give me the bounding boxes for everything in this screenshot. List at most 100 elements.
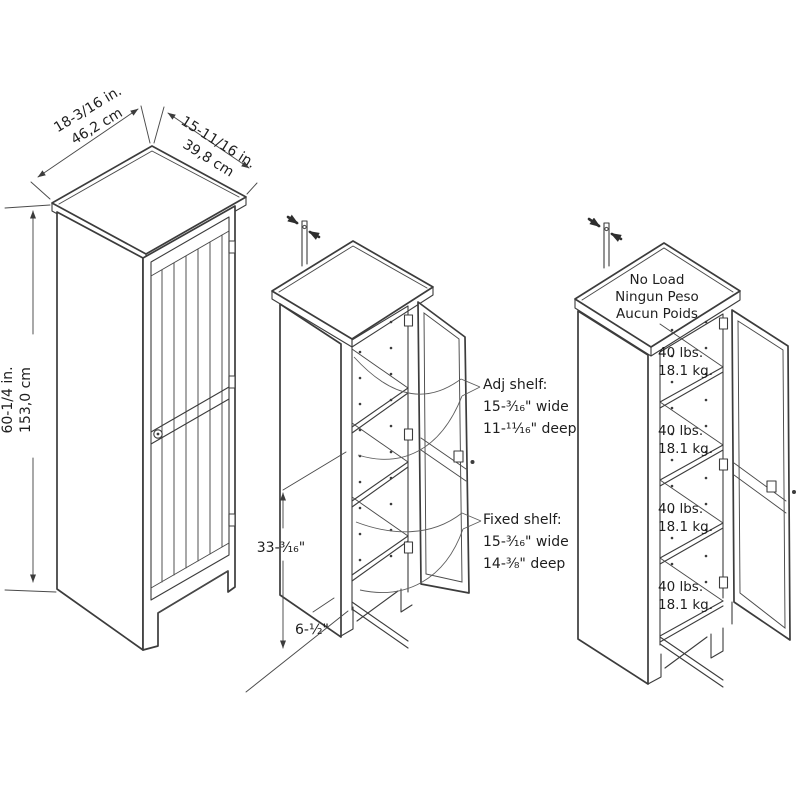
shelf-load-labels: 40 lbs. 18.1 kg. 40 lbs. 18.1 kg. 40 lbs… xyxy=(658,345,713,613)
cabinet-interior: 40 lbs. 18.1 kg. 40 lbs. 18.1 kg. 40 lbs… xyxy=(658,313,724,688)
door-latch xyxy=(766,480,777,493)
extension-line xyxy=(30,105,151,200)
hinge-icon xyxy=(403,428,414,441)
adj-shelf-title: Adj shelf: xyxy=(483,377,547,393)
shelf-front-edge xyxy=(351,387,409,434)
base-depth-dimension: 6-½" xyxy=(245,597,349,693)
base-legs xyxy=(340,588,413,637)
fixed-shelf-note: Fixed shelf: 15-³⁄₁₆" wide 14-³⁄₈" deep xyxy=(483,512,569,572)
hinge-icon xyxy=(403,314,414,327)
extension-line xyxy=(153,106,258,195)
tick-line xyxy=(312,597,335,613)
hinge-icon xyxy=(228,513,236,527)
shelf-front-edge xyxy=(659,600,724,643)
door-knob xyxy=(792,490,796,494)
door-panel xyxy=(417,301,470,594)
door-inner-border xyxy=(737,320,786,629)
shelf-top-edge xyxy=(351,496,409,537)
load-capacity-view: No Load Ningun Peso Aucun Poids xyxy=(574,217,796,688)
load-lbs: 40 lbs. xyxy=(658,579,703,595)
load-kg: 18.1 kg. xyxy=(658,363,713,379)
leader-arc xyxy=(353,356,462,395)
cabinet-side-panel xyxy=(577,310,649,685)
door-top-rail xyxy=(150,230,230,277)
hinge-icon xyxy=(228,375,236,389)
strap-hole xyxy=(604,226,609,232)
shelf-front-edge xyxy=(659,522,724,565)
shelf xyxy=(659,323,724,409)
anchor-screw-arrow xyxy=(308,230,321,240)
load-kg: 18.1 kg. xyxy=(658,441,713,457)
load-kg: 18.1 kg. xyxy=(658,519,713,535)
door-inner-border xyxy=(423,312,463,583)
shelf-leader-lines xyxy=(353,356,482,593)
extension-line xyxy=(4,204,57,593)
cabinet-top-lip xyxy=(581,247,734,301)
door-panel xyxy=(731,309,791,641)
extension-line xyxy=(282,451,347,491)
door-mid-rail xyxy=(150,386,230,445)
height-label-in: 60-1/4 in. xyxy=(0,366,16,433)
shelf-front-edge xyxy=(351,461,409,508)
load-kg: 18.1 kg. xyxy=(658,597,713,613)
door-knob-center xyxy=(156,432,160,436)
no-load-line: Aucun Poids xyxy=(616,306,698,322)
anchor-screw-arrow xyxy=(610,232,623,242)
adjustable-shelf xyxy=(351,348,409,434)
shelf xyxy=(659,479,724,565)
adj-shelf-depth: 11-¹¹⁄₁₆" deep xyxy=(483,421,577,437)
door-mid-rail xyxy=(420,437,467,482)
shelf-front-edge xyxy=(659,444,724,487)
cabinet-top-lip xyxy=(58,150,240,205)
top-load-warning: No Load Ningun Peso Aucun Poids xyxy=(615,272,699,322)
dimension-line xyxy=(167,112,250,169)
shelf xyxy=(659,557,724,643)
leader-arc xyxy=(355,512,463,533)
hinge-icon xyxy=(403,541,414,554)
fixed-shelf-width: 15-³⁄₁₆" wide xyxy=(483,534,569,550)
extension-line xyxy=(245,610,349,693)
anchor-screw-arrow xyxy=(286,214,299,225)
door-frame xyxy=(150,216,230,601)
no-load-line: No Load xyxy=(629,272,684,288)
dimension-line xyxy=(37,108,139,178)
anchor-screw-arrow xyxy=(587,217,601,228)
shelf-top-edge xyxy=(659,401,724,446)
bottom-board xyxy=(351,601,409,649)
door-mid-rail xyxy=(733,462,787,514)
adjustable-shelf xyxy=(351,422,409,508)
hinge-icon xyxy=(718,458,729,471)
wall-anchor-strap xyxy=(286,214,321,267)
door-latch xyxy=(453,450,464,463)
cabinet-side-panel xyxy=(56,211,144,651)
cabinet-top-lip xyxy=(278,245,428,293)
door-knob xyxy=(470,460,475,464)
adj-shelf-width: 15-³⁄₁₆" wide xyxy=(483,399,569,415)
interior-height-label: 33-³⁄₁₆" xyxy=(257,540,305,556)
open-shelf-view: 33-³⁄₁₆" 6-½" Adj shelf: 15-³⁄₁₆" wide 1… xyxy=(245,214,577,693)
open-door xyxy=(417,301,475,594)
open-door xyxy=(731,309,796,641)
beadboard-door xyxy=(150,216,230,601)
fixed-shelf xyxy=(351,496,409,582)
base-arch xyxy=(157,570,229,614)
height-dimension: 60-1/4 in. 153,0 cm xyxy=(0,204,57,593)
shelf-top-edge xyxy=(659,323,724,368)
door-hinges xyxy=(403,314,414,554)
cabinet-top-edge xyxy=(574,290,741,357)
fixed-shelf-title: Fixed shelf: xyxy=(483,512,562,528)
load-lbs: 40 lbs. xyxy=(658,423,703,439)
closed-cabinet-view: 60-1/4 in. 153,0 cm 18-3/16 in. 46,2 cm … xyxy=(0,83,258,651)
load-lbs: 40 lbs. xyxy=(658,345,703,361)
load-lbs: 40 lbs. xyxy=(658,501,703,517)
shelf-top-edge xyxy=(351,422,409,463)
leader-arc xyxy=(357,395,463,460)
hinge-icon xyxy=(228,240,236,254)
bottom-board xyxy=(659,636,724,688)
shelf-top-edge xyxy=(351,348,409,389)
door-hinges xyxy=(228,240,236,527)
hinge-icon xyxy=(718,317,729,330)
leader-arc xyxy=(460,378,481,397)
